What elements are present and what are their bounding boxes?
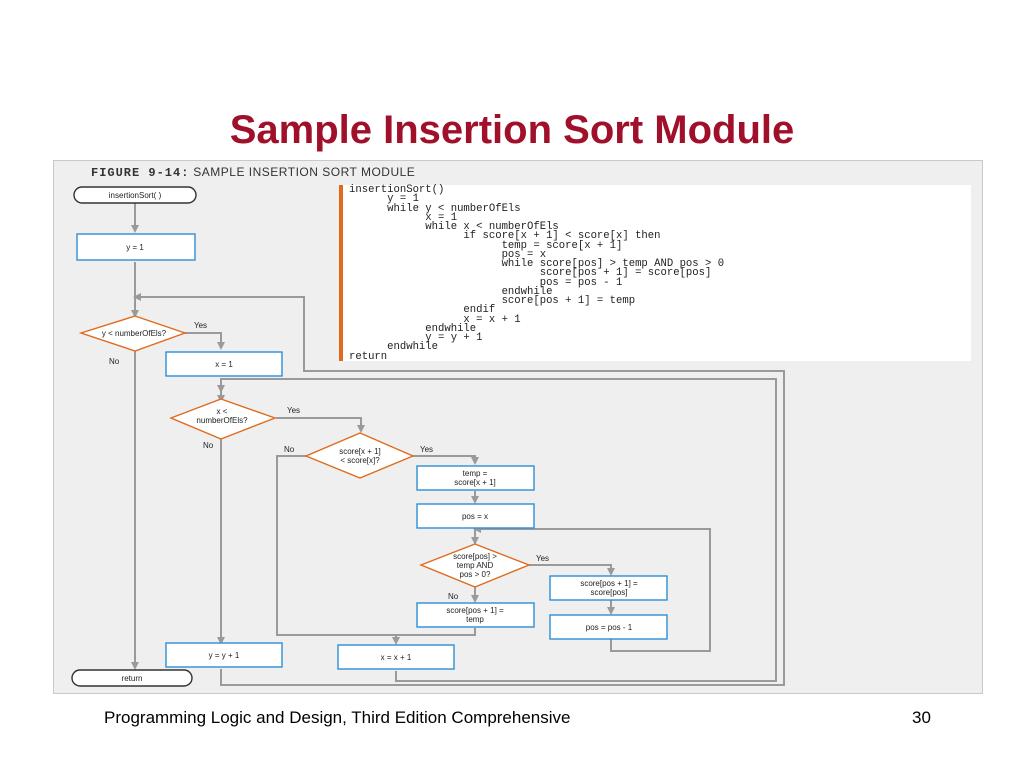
shift-cond-line2: temp AND [457,561,494,570]
shift-line1: score[pos + 1] = [580,579,638,588]
end-terminal: return [71,669,193,687]
compare-cond-line2: < score[x]? [340,456,380,465]
figure-title: SAMPLE INSERTION SORT MODULE [193,165,416,179]
shift-cond-line1: score[pos] > [453,552,497,561]
figure-caption: FIGURE 9-14: SAMPLE INSERTION SORT MODUL… [91,165,415,180]
footer-text: Programming Logic and Design, Third Edit… [104,708,571,727]
figure-panel: FIGURE 9-14: SAMPLE INSERTION SORT MODUL… [53,160,983,694]
process-x-inc: x = x + 1 [337,644,455,670]
outer-yes-label: Yes [194,321,207,330]
shift-line2: score[pos] [591,588,628,597]
shift-cond-line3: pos > 0? [460,570,491,579]
y-inc-label: y = y + 1 [209,651,240,660]
x-inc-label: x = x + 1 [381,653,412,662]
process-y-inc: y = y + 1 [165,642,283,668]
shift-no-label: No [448,592,459,601]
flow-dec-back [473,525,711,652]
inner-cond-line2: numberOfEls? [196,416,248,425]
temp-line2: score[x + 1] [454,478,496,487]
figure-number: FIGURE 9-14: [91,166,190,180]
process-place: score[pos + 1] = temp [416,602,535,628]
flowchart: insertionSort( ) y = 1 y < numberOfEls? … [71,186,785,687]
outer-no-label: No [109,357,120,366]
flow-xinc-back [221,378,777,682]
inner-cond-line1: x < [217,407,228,416]
flow-score-no [276,455,396,636]
outer-cond-label: y < numberOfEls? [102,329,167,338]
decision-shift: score[pos] > temp AND pos > 0? Yes No [419,543,549,601]
decision-inner-loop: x < numberOfEls? Yes No [169,398,300,450]
place-line2: temp [466,615,484,624]
inner-yes-label: Yes [287,406,300,415]
flow-cond-yes [529,564,615,576]
x-init-label: x = 1 [215,360,233,369]
place-line1: score[pos + 1] = [446,606,504,615]
pseudocode-text: insertionSort() y = 1 while y < numberOf… [349,184,725,363]
inner-no-label: No [203,441,214,450]
flow-score-yes [413,455,479,465]
flow-place-to-join [392,628,476,645]
process-x-init: x = 1 [165,351,283,377]
shift-yes-label: Yes [536,554,549,563]
compare-no-label: No [284,445,295,454]
process-temp: temp = score[x + 1] [416,465,535,491]
flow-lines [131,203,785,686]
y-init-label: y = 1 [126,243,144,252]
flow-inner-yes [276,417,365,433]
process-pos-init: pos = x [416,503,535,529]
pos-init-label: pos = x [462,512,488,521]
pseudocode-box: insertionSort() y = 1 while y < numberOf… [339,184,971,363]
compare-cond-line1: score[x + 1] [339,447,381,456]
decision-compare: score[x + 1] < score[x]? Yes No [284,432,433,479]
page-number: 30 [912,708,931,727]
process-y-init: y = 1 [76,233,196,261]
end-label: return [122,674,143,683]
flow-outer-yes [185,332,225,350]
pos-dec-label: pos = pos - 1 [586,623,633,632]
decision-outer-loop: y < numberOfEls? Yes No [78,315,207,366]
temp-line1: temp = [463,469,488,478]
start-terminal: insertionSort( ) [73,186,197,204]
process-shift: score[pos + 1] = score[pos] [549,575,668,601]
process-pos-dec: pos = pos - 1 [549,614,668,640]
slide-title: Sample Insertion Sort Module [229,108,795,152]
start-label: insertionSort( ) [109,191,162,200]
compare-yes-label: Yes [420,445,433,454]
